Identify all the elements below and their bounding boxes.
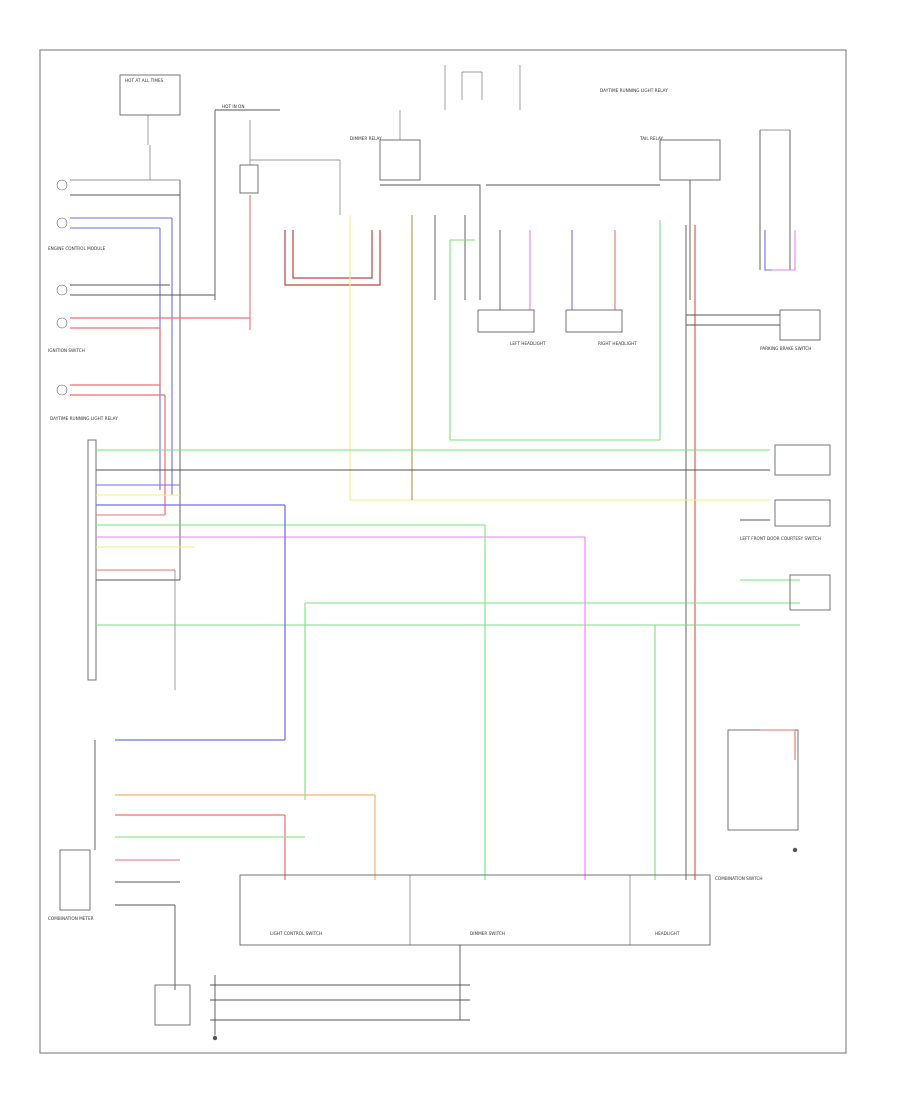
dimmer-relay: DIMMER RELAY [350, 110, 481, 300]
top-left-fuse-block: HOT AT ALL TIMES [119, 74, 181, 180]
combination-switch: LIGHT CONTROL SWITCH DIMMER SWITCH HEADL… [239, 874, 763, 946]
label-hot-in-on: HOT IN ON [222, 104, 244, 109]
label-parking-brake-switch: PARKING BRAKE SWITCH [760, 346, 811, 351]
label-dimmer-switch: DIMMER SWITCH [470, 931, 505, 936]
label-dimmer-relay: DIMMER RELAY [350, 136, 382, 141]
right-headlight: RIGHT HEADLIGHT [565, 309, 637, 346]
left-connectors: ENGINE CONTROL MODULE IGNITION SWITCH [48, 179, 250, 580]
ground-bus [154, 945, 470, 1041]
tail-relay: TAIL RELAY [639, 136, 721, 300]
label-tail-relay: TAIL RELAY [639, 136, 664, 141]
diagram-frame [39, 49, 847, 1054]
label-left-headlight: LEFT HEADLIGHT [510, 341, 546, 346]
label-right-headlight: RIGHT HEADLIGHT [598, 341, 637, 346]
label-daytime-running-light-relay-module: DAYTIME RUNNING LIGHT RELAY [50, 416, 118, 421]
right-lower-lamps [727, 729, 799, 853]
label-light-control-switch: LIGHT CONTROL SWITCH [270, 931, 322, 936]
left-headlight: LEFT HEADLIGHT [477, 309, 546, 346]
label-combination-switch: COMBINATION SWITCH [715, 876, 763, 881]
label-combination-meter: COMBINATION METER [48, 916, 94, 921]
left-module: DAYTIME RUNNING LIGHT RELAY [50, 416, 118, 681]
label-engine-control-module: ENGINE CONTROL MODULE [48, 246, 106, 251]
right-side-parts: PARKING BRAKE SWITCH LEFT FRONT DOOR COU… [686, 309, 831, 611]
combination-meter: COMBINATION METER [48, 740, 96, 921]
mid-vertical-wires [115, 505, 656, 880]
right-fuse [759, 129, 791, 270]
module-wires [96, 449, 800, 800]
label-headlight-switch: HEADLIGHT [655, 931, 680, 936]
label-hot-at-all-times-left: HOT AT ALL TIMES [125, 78, 164, 83]
label-left-front-door-courtesy-switch: LEFT FRONT DOOR COURTESY SWITCH [740, 536, 821, 541]
top-drop-wires [249, 184, 796, 880]
daytime-running-light-relay: DAYTIME RUNNING LIGHT RELAY [444, 65, 668, 110]
label-drl-relay: DAYTIME RUNNING LIGHT RELAY [600, 88, 668, 93]
top-fuse-center: HOT IN ON [214, 104, 341, 300]
label-ignition-switch: IGNITION SWITCH [48, 348, 85, 353]
lower-left-wires [115, 794, 376, 990]
